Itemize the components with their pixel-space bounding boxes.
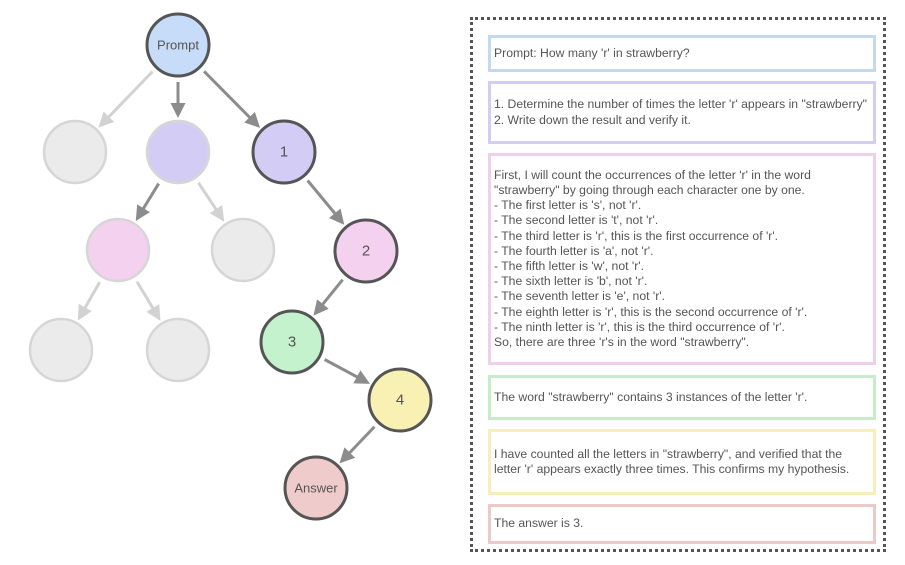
step3-text: The word "strawberry" contains 3 instanc… — [494, 389, 808, 404]
prompt-text: Prompt: How many 'r' in strawberry? — [494, 45, 690, 60]
step2-text: First, I will count the occurrences of t… — [494, 167, 811, 350]
node-pink-alt — [85, 217, 151, 283]
node-circle — [28, 317, 94, 383]
edge-n3-to-n4 — [323, 358, 371, 384]
edge-n4-to-answer — [339, 425, 376, 464]
node-label: 1 — [280, 144, 288, 161]
node-label: Answer — [294, 481, 338, 496]
reasoning-text-panel: Prompt: How many 'r' in strawberry? 1. D… — [470, 17, 886, 552]
node-circle — [251, 119, 317, 185]
edge-purple-alt-to-pink-alt — [135, 182, 160, 222]
edge-n2-to-n3 — [313, 278, 344, 316]
node-n3: 3 — [259, 309, 325, 375]
node-circle — [85, 217, 151, 283]
step1-box: 1. Determine the number of times the let… — [488, 81, 876, 144]
step1-text: 1. Determine the number of times the let… — [494, 97, 867, 127]
prompt-box: Prompt: How many 'r' in strawberry? — [488, 35, 876, 72]
node-circle — [333, 218, 399, 284]
node-gray-d — [145, 317, 211, 383]
node-n1: 1 — [251, 119, 317, 185]
edge-pink-alt-to-gray-c — [77, 281, 101, 321]
edge-prompt-to-gray-a — [98, 70, 154, 128]
step4-box: I have counted all the letters in "straw… — [488, 429, 876, 495]
edge-purple-alt-to-gray-b — [197, 182, 225, 222]
answer-box: The answer is 3. — [488, 504, 876, 544]
node-circle — [145, 119, 211, 185]
node-circle — [145, 12, 211, 78]
step3-box: The word "strawberry" contains 3 instanc… — [488, 375, 876, 420]
node-circle — [42, 119, 108, 185]
edge-prompt-to-n1 — [202, 70, 261, 128]
node-circle — [259, 309, 325, 375]
node-answer: Answer — [283, 455, 349, 521]
node-label: 2 — [362, 243, 370, 260]
node-purple-alt — [145, 119, 211, 185]
node-label: 4 — [396, 392, 404, 409]
node-circle — [283, 455, 349, 521]
node-gray-c — [28, 317, 94, 383]
node-gray-b — [210, 217, 276, 283]
node-n2: 2 — [333, 218, 399, 284]
node-label: 3 — [288, 334, 296, 351]
step2-box: First, I will count the occurrences of t… — [488, 153, 876, 365]
node-n4: 4 — [367, 367, 433, 433]
node-gray-a — [42, 119, 108, 185]
edge-pink-alt-to-gray-d — [135, 280, 161, 321]
node-label: Prompt — [157, 38, 199, 53]
node-circle — [145, 317, 211, 383]
node-prompt: Prompt — [145, 12, 211, 78]
node-circle — [367, 367, 433, 433]
answer-text: The answer is 3. — [494, 516, 584, 531]
node-circle — [210, 217, 276, 283]
step4-text: I have counted all the letters in "straw… — [494, 446, 850, 476]
edge-n1-to-n2 — [306, 179, 345, 225]
